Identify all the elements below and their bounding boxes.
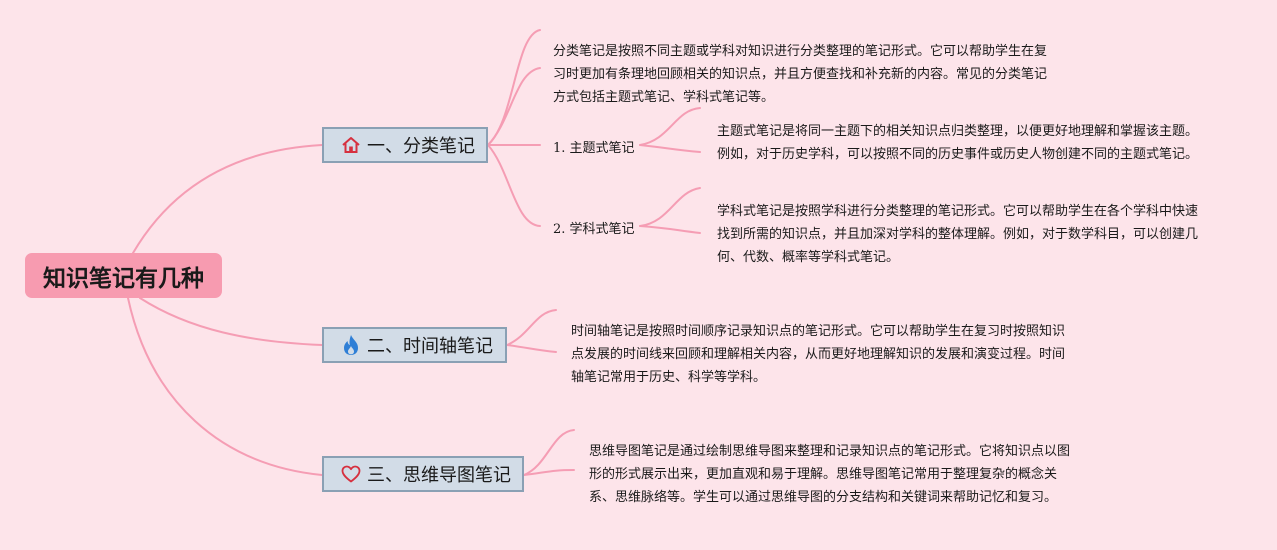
connector-root-branch-3 bbox=[127, 297, 323, 476]
connector-branch-2-desc-2 bbox=[506, 344, 557, 353]
branch-node-2[interactable]: 二、时间轴笔记 bbox=[322, 327, 507, 363]
branch-3-description: 思维导图笔记是通过绘制思维导图来整理和记录知识点的笔记形式。它将知识点以图形的形… bbox=[589, 444, 1071, 505]
branch-label-3: 三、思维导图笔记 bbox=[367, 465, 511, 486]
connector-branch-1-desc-2 bbox=[487, 67, 541, 146]
branch-node-3[interactable]: 三、思维导图笔记 bbox=[322, 456, 524, 492]
branch-2-description: 时间轴笔记是按照时间顺序记录知识点的笔记形式。它可以帮助学生在复习时按照知识点发… bbox=[571, 324, 1066, 385]
connector-sub-1-desc bbox=[639, 107, 701, 146]
sub-node-2[interactable]: 2. 学科式笔记 bbox=[553, 222, 635, 237]
sub-2-description: 学科式笔记是按照学科进行分类整理的笔记形式。它可以帮助学生在各个学科中快速找到所… bbox=[717, 204, 1199, 265]
branch-node-1[interactable]: 一、分类笔记 bbox=[322, 127, 488, 163]
root-node[interactable]: 知识笔记有几种 bbox=[25, 253, 222, 298]
house-icon bbox=[340, 134, 362, 156]
connector-sub-1-desc-2 bbox=[639, 144, 701, 153]
connector-branch-3-desc bbox=[523, 429, 575, 476]
branch-label-1: 一、分类笔记 bbox=[367, 136, 475, 157]
heart-icon bbox=[340, 463, 362, 485]
branch-1-description: 分类笔记是按照不同主题或学科对知识进行分类整理的笔记形式。它可以帮助学生在复习时… bbox=[553, 44, 1048, 105]
connector-root-branch-1 bbox=[132, 144, 323, 254]
connector-branch-3-desc-2 bbox=[523, 469, 575, 476]
connector-branch-2-desc bbox=[506, 309, 557, 346]
sub-node-1[interactable]: 1. 主题式笔记 bbox=[553, 141, 635, 156]
sub-1-description: 主题式笔记是将同一主题下的相关知识点归类整理，以便更好地理解和掌握该主题。例如，… bbox=[717, 124, 1199, 162]
connector-branch-1-desc bbox=[487, 29, 541, 146]
connector-branch-1-sub-2 bbox=[487, 144, 541, 227]
branch-label-2: 二、时间轴笔记 bbox=[367, 336, 493, 357]
flame-icon bbox=[340, 334, 362, 356]
root-label: 知识笔记有几种 bbox=[43, 265, 204, 292]
connector-sub-2-desc bbox=[639, 187, 701, 227]
connector-sub-2-desc-2 bbox=[639, 225, 701, 234]
connector-root-branch-2 bbox=[139, 297, 323, 346]
